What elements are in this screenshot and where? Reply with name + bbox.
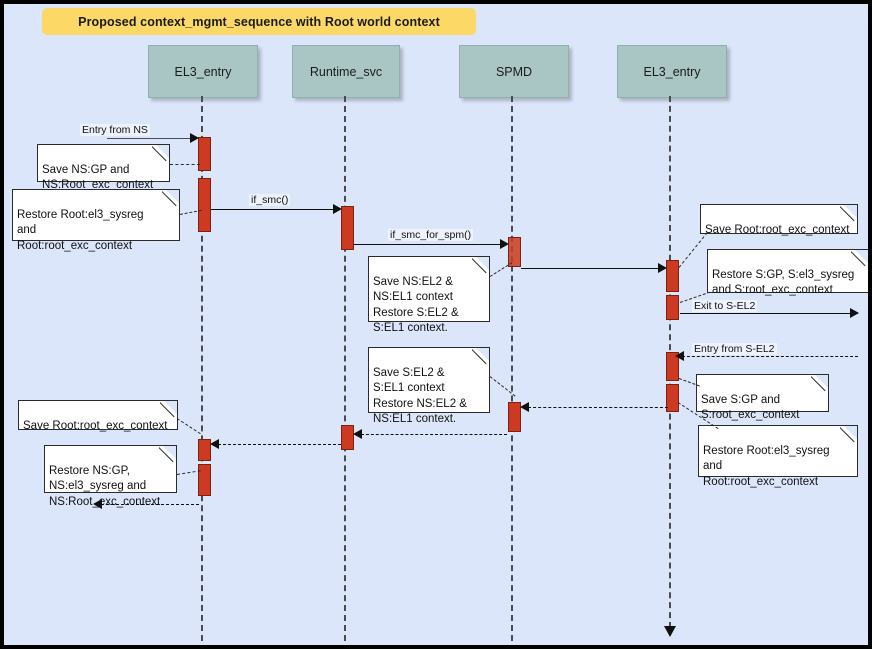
note-fold-icon xyxy=(844,426,857,439)
note-connector-save-ns-gp xyxy=(170,164,200,165)
activation-el3-ns-3 xyxy=(198,439,211,461)
note-fold-icon xyxy=(476,257,489,270)
arrowhead-exit-to-s-el2 xyxy=(850,308,859,318)
note-fold-icon xyxy=(844,205,857,218)
activation-el3-s-1 xyxy=(666,260,679,292)
message-line-entry-from-ns xyxy=(107,138,192,139)
note-save-root-exc-2: Save Root:root_exc_context xyxy=(18,400,178,433)
note-restore-s-gp: Restore S:GP, S:el3_sysreg and S:root_ex… xyxy=(707,249,868,297)
activation-el3-ns-2 xyxy=(198,178,211,232)
note-fold-icon xyxy=(164,401,177,414)
note-restore-root-2: Restore Root:el3_sysreg and Root:root_ex… xyxy=(698,425,858,488)
lifeline-end-arrow-icon xyxy=(664,626,676,637)
note-text: Save Root:root_exc_context xyxy=(23,420,168,433)
message-line-el3-to-spmd xyxy=(528,407,668,408)
lifeline-runtime-svc xyxy=(344,96,346,641)
lifeline-spmd xyxy=(511,96,513,641)
message-line-spmd-to-el3 xyxy=(521,268,659,269)
message-line-spmd-to-runtime xyxy=(361,434,507,435)
lifeline-header-el3-entry-ns[interactable]: EL3_entry xyxy=(148,45,258,98)
message-label-entry-from-ns: Entry from NS xyxy=(80,124,150,136)
arrowhead-runtime-to-el3 xyxy=(210,439,219,449)
arrowhead-spmd-to-runtime xyxy=(353,429,362,439)
note-text: Save Root:root_exc_context xyxy=(705,224,850,237)
note-text: Restore S:GP, S:el3_sysreg and S:root_ex… xyxy=(712,269,855,297)
note-text: Save NS:EL2 & NS:EL1 context Restore S:E… xyxy=(373,276,459,334)
message-line-if-smc-for-spm xyxy=(354,244,501,245)
note-restore-ns-gp: Restore NS:GP, NS:el3_sysreg and NS:Root… xyxy=(44,445,177,508)
lifeline-header-el3-entry-s[interactable]: EL3_entry xyxy=(617,45,727,98)
message-label-if-smc: if_smc() xyxy=(249,194,291,206)
activation-el3-ns-4 xyxy=(198,464,211,496)
note-connector-save-root-exc-1 xyxy=(678,232,708,268)
note-fold-icon xyxy=(476,348,489,361)
note-save-ns-gp: Save NS:GP and NS:Root_exc_context xyxy=(37,144,170,191)
message-line-entry-from-s-el2 xyxy=(682,356,858,357)
diagram-title-banner: Proposed context_mgmt_sequence with Root… xyxy=(42,8,476,35)
message-label-if-smc-for-spm: if_smc_for_spm() xyxy=(388,229,474,241)
note-fold-icon xyxy=(156,145,169,158)
note-connector-save-ns-el2 xyxy=(489,262,513,277)
note-fold-icon xyxy=(163,446,176,459)
note-restore-root-1: Restore Root:el3_sysreg and Root:root_ex… xyxy=(12,189,180,252)
lifeline-label: EL3_entry xyxy=(643,64,701,79)
message-line-runtime-to-el3 xyxy=(218,444,341,445)
lifeline-header-runtime-svc[interactable]: Runtime_svc xyxy=(292,45,400,98)
lifeline-label: EL3_entry xyxy=(174,64,232,79)
arrowhead-entry-from-s-el2 xyxy=(675,351,684,361)
activation-el3-s-2 xyxy=(666,295,679,320)
message-line-exit-to-s-el2 xyxy=(680,313,858,314)
lifeline-el3-entry-ns xyxy=(201,96,203,641)
lifeline-label: SPMD xyxy=(495,64,533,79)
arrowhead-entry-from-ns xyxy=(190,133,199,143)
arrowhead-if-smc xyxy=(333,204,342,214)
note-save-ns-el2: Save NS:EL2 & NS:EL1 context Restore S:E… xyxy=(368,256,490,334)
message-line-if-smc xyxy=(211,209,334,210)
message-label-entry-from-s-el2: Entry from S-EL2 xyxy=(692,343,777,355)
note-text: Save NS:GP and NS:Root_exc_context xyxy=(42,164,154,192)
arrowhead-el3-to-spmd xyxy=(520,402,529,412)
note-save-root-exc-1: Save Root:root_exc_context xyxy=(700,204,858,237)
note-fold-icon xyxy=(815,375,828,388)
activation-runtime-svc-1 xyxy=(341,206,354,250)
activation-spmd-1 xyxy=(508,237,521,267)
activation-el3-s-4 xyxy=(666,384,679,412)
activation-spmd-2 xyxy=(508,402,521,432)
note-save-s-el2: Save S:EL2 & S:EL1 context Restore NS:EL… xyxy=(368,347,490,425)
arrowhead-if-smc-for-spm xyxy=(500,239,509,249)
sequence-diagram-canvas: Proposed context_mgmt_sequence with Root… xyxy=(4,4,868,645)
note-connector-save-root-exc-2 xyxy=(176,418,201,435)
diagram-title: Proposed context_mgmt_sequence with Root… xyxy=(78,14,440,29)
note-text: Restore NS:GP, NS:el3_sysreg and NS:Root… xyxy=(49,465,161,508)
message-label-exit-to-s-el2: Exit to S-EL2 xyxy=(692,300,758,312)
note-fold-icon xyxy=(855,250,868,263)
activation-el3-ns-1 xyxy=(198,137,211,171)
note-text: Save S:EL2 & S:EL1 context Restore NS:EL… xyxy=(373,367,467,425)
note-text: Restore Root:el3_sysreg and Root:root_ex… xyxy=(703,445,830,488)
lifeline-label: Runtime_svc xyxy=(309,64,383,79)
arrowhead-spmd-to-el3 xyxy=(658,263,667,273)
lifeline-header-spmd[interactable]: SPMD xyxy=(459,45,569,98)
arrowhead-el3-return xyxy=(93,499,102,509)
note-text: Restore Root:el3_sysreg and Root:root_ex… xyxy=(17,209,144,252)
note-fold-icon xyxy=(166,190,179,203)
message-line-el3-return xyxy=(101,504,199,505)
note-text: Save S:GP and S:root_exc_context xyxy=(701,394,800,422)
note-save-s-gp: Save S:GP and S:root_exc_context xyxy=(696,374,829,421)
